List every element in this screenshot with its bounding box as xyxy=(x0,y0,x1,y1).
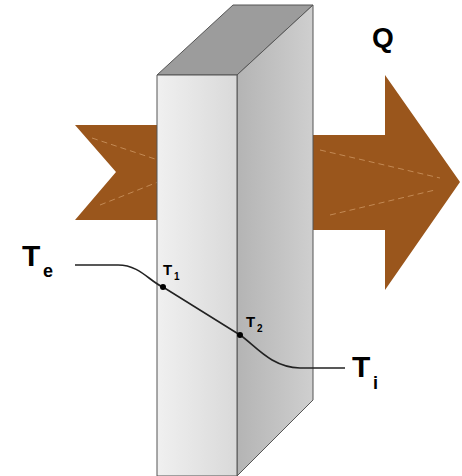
temperature-profile xyxy=(75,265,345,368)
wall-front-face xyxy=(157,75,237,476)
temperature-symbol: T xyxy=(246,314,255,329)
wall-side-face xyxy=(237,5,313,476)
temperature-symbol: T xyxy=(163,262,172,277)
temperature-point xyxy=(160,284,166,290)
temperature-subscript: i xyxy=(373,374,378,392)
heat-arrow-in xyxy=(75,125,162,220)
arrow-texture xyxy=(92,138,158,205)
temperature-subscript: 2 xyxy=(257,324,263,334)
temperature-symbol: T xyxy=(352,352,370,382)
temperature-subscript: e xyxy=(43,262,53,280)
temperature-symbol: T xyxy=(22,241,40,271)
temperature-point xyxy=(237,332,243,338)
arrow-texture xyxy=(320,150,440,215)
heat-flow-symbol: Q xyxy=(372,24,394,52)
temperature-subscript: 1 xyxy=(174,272,180,282)
